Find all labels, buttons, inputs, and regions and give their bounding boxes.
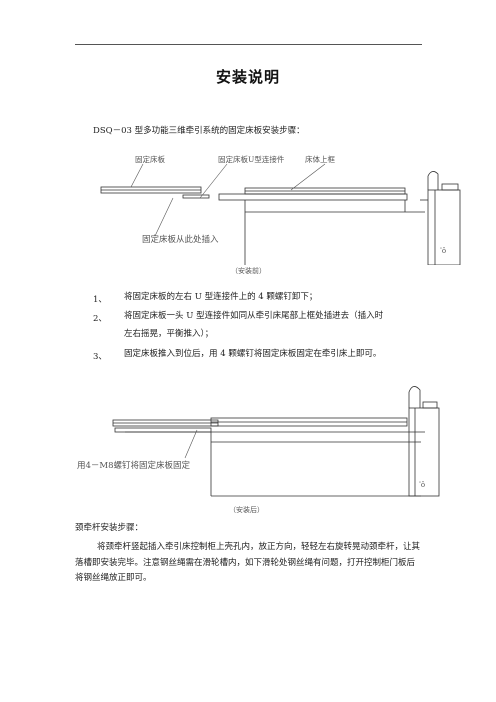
label-u-connector: 固定床板U型连接件 <box>218 154 285 164</box>
intro-text: DSQ－03 型多功能三维牵引系统的固定床板安装步骤： <box>93 126 305 136</box>
label-fix-screws: 用4－M8螺钉将固定床板固定 <box>77 460 191 471</box>
step-3-number: 3、 <box>93 352 107 362</box>
diagram-after-install: 用4－M8螺钉将固定床板固定 ˈô <box>77 386 440 497</box>
header-rule <box>75 44 422 45</box>
step-3-text: 固定床板推入到位后，用 4 颗螺钉将固定床板固定在牵引床上即可。 <box>124 349 382 359</box>
svg-text:ˈô: ˈô <box>440 247 446 255</box>
section-paragraph: 将颈牵杆竖起插入牵引床控制柜上壳孔内，放正方向，轻轻左右旋转晃动颈牵杆，让其落槽… <box>75 542 421 583</box>
step-2-continuation: 左右摇晃，平衡推入）； <box>124 329 214 339</box>
page-title: 安装说明 <box>215 68 280 86</box>
diagram-before-install: 固定床板 固定床板U型连接件 床体上框 固定床板从此处插入 ˈô <box>100 154 461 265</box>
step-2-text: 将固定床板一头 U 型连接件如同从牵引床尾部上框处插进去（插入时 <box>124 311 384 321</box>
label-fixed-board: 固定床板 <box>135 154 165 164</box>
label-insert-here: 固定床板从此处插入 <box>142 234 219 245</box>
caption-after: （安装后） <box>229 506 264 514</box>
step-1-number: 1、 <box>93 295 107 305</box>
caption-before: （安装前） <box>231 267 266 275</box>
svg-text:ˈô: ˈô <box>419 481 425 489</box>
step-2-number: 2、 <box>93 314 107 324</box>
step-1-text: 将固定床板的左右 U 型连接件上的 4 颗螺钉卸下； <box>124 292 318 302</box>
label-bed-frame: 床体上框 <box>305 154 335 164</box>
section-subtitle: 颈牵杆安装步骤： <box>75 523 144 533</box>
